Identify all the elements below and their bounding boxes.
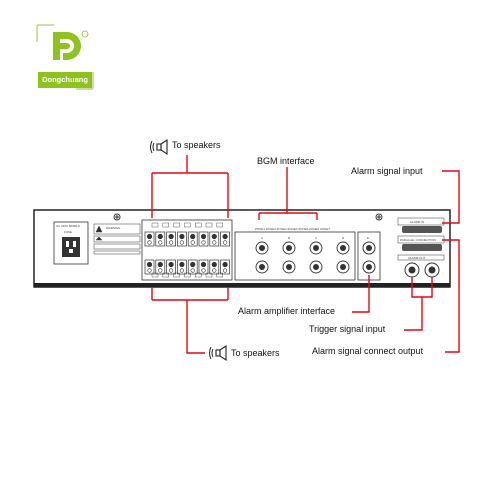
alarm-out-label: ALARM OUT	[408, 256, 426, 260]
warning-label: WARNING	[106, 226, 121, 230]
terminal-tag	[216, 222, 224, 228]
alarm-in-label: ALARM IN	[410, 220, 424, 224]
screw-right	[375, 213, 383, 221]
terminal-tag	[194, 272, 202, 278]
terminal-tag	[194, 222, 202, 228]
speaker-terminal	[177, 259, 187, 275]
alarm-amp-jack-bottom	[362, 260, 376, 274]
alarm-connectors	[397, 217, 445, 261]
speaker-terminal	[144, 259, 155, 275]
bgm-jack	[255, 241, 269, 255]
speaker-terminal	[220, 231, 230, 247]
alarm-out-jack-left	[404, 262, 420, 278]
speaker-icon-bottom	[209, 344, 227, 362]
bgm-channel-label: D	[342, 236, 345, 240]
speaker-terminal	[155, 231, 166, 247]
bgm-line	[258, 167, 318, 220]
bgm-zone-labels: ZONE1 ZONE2 ZONE3 ZONE4 ZONE5 ZONE6 ZONE…	[255, 227, 330, 231]
screw-left	[113, 213, 121, 221]
bgm-channel-label: B	[288, 236, 290, 240]
alarm-signal-input-label: Alarm signal input	[351, 166, 423, 176]
terminal-tag	[205, 222, 213, 228]
terminal-tag	[173, 222, 180, 228]
terminal-tag	[162, 222, 170, 228]
speaker-icon-top	[150, 138, 168, 156]
alarm-amp-jack-top	[362, 241, 376, 255]
speaker-terminal	[177, 231, 187, 247]
power-inlet	[53, 221, 89, 265]
alarm-input-line	[442, 170, 460, 224]
speakers-top-label: To speakers	[172, 140, 221, 150]
bgm-channel-label: C	[315, 236, 318, 240]
parallel-label: PARALLEL CONNECTION	[400, 238, 436, 242]
speaker-terminal	[209, 259, 220, 275]
alarm-signal-connect-output-label: Alarm signal connect output	[312, 346, 424, 356]
bgm-interface-label: BGM interface	[257, 156, 315, 166]
alarm-amplifier-panel	[357, 231, 381, 281]
terminal-tag	[162, 272, 170, 278]
brand-name: Dongchuang	[42, 75, 88, 84]
terminal-tag	[216, 272, 224, 278]
bgm-jack	[255, 260, 269, 274]
bgm-input-panel	[234, 231, 356, 281]
terminal-tag	[184, 272, 191, 278]
speakers-bottom-label: To speakers	[231, 348, 280, 358]
speaker-terminal	[187, 259, 198, 275]
callout-lines	[151, 155, 460, 354]
terminal-tag	[184, 222, 191, 228]
bgm-jack	[309, 241, 323, 255]
speaker-terminal	[166, 259, 176, 275]
speaker-terminal	[144, 231, 155, 247]
trigger-signal-input-label: Trigger signal input	[309, 324, 386, 334]
speaker-terminal-block	[141, 219, 233, 281]
bgm-jack	[336, 241, 350, 255]
fuse-label: FUSE	[64, 230, 72, 234]
speaker-terminal	[155, 259, 166, 275]
power-label: AC 220V 50/60Hz	[56, 224, 81, 228]
trigger-line	[404, 277, 433, 331]
alarm-out-jack-right	[424, 262, 440, 278]
terminal-tag	[151, 222, 159, 228]
terminal-tag	[151, 272, 159, 278]
alarm-amplifier-interface-label: Alarm amplifier interface	[238, 306, 336, 316]
bgm-jacks: A B C D	[255, 236, 350, 274]
terminal-tag	[205, 272, 213, 278]
terminal-tag	[173, 272, 180, 278]
alarm-amp-label: E	[367, 236, 369, 240]
speaker-terminal	[166, 231, 176, 247]
speaker-terminal	[198, 259, 209, 275]
speaker-terminal	[209, 231, 220, 247]
bgm-jack	[282, 260, 296, 274]
bgm-channel-label: A	[261, 236, 263, 240]
bgm-jack	[282, 241, 296, 255]
dongchuang-logo-icon	[34, 22, 96, 92]
alarm-amp-line	[352, 275, 370, 313]
speaker-terminal	[220, 259, 230, 275]
speakers-top-line	[151, 155, 229, 218]
alarm-output-line	[442, 239, 460, 353]
speakers-bottom-line	[151, 287, 229, 354]
warning-labels	[93, 223, 141, 255]
bgm-jack	[309, 260, 323, 274]
speaker-terminal	[187, 231, 198, 247]
bgm-jack	[336, 260, 350, 274]
speaker-terminal	[198, 231, 209, 247]
